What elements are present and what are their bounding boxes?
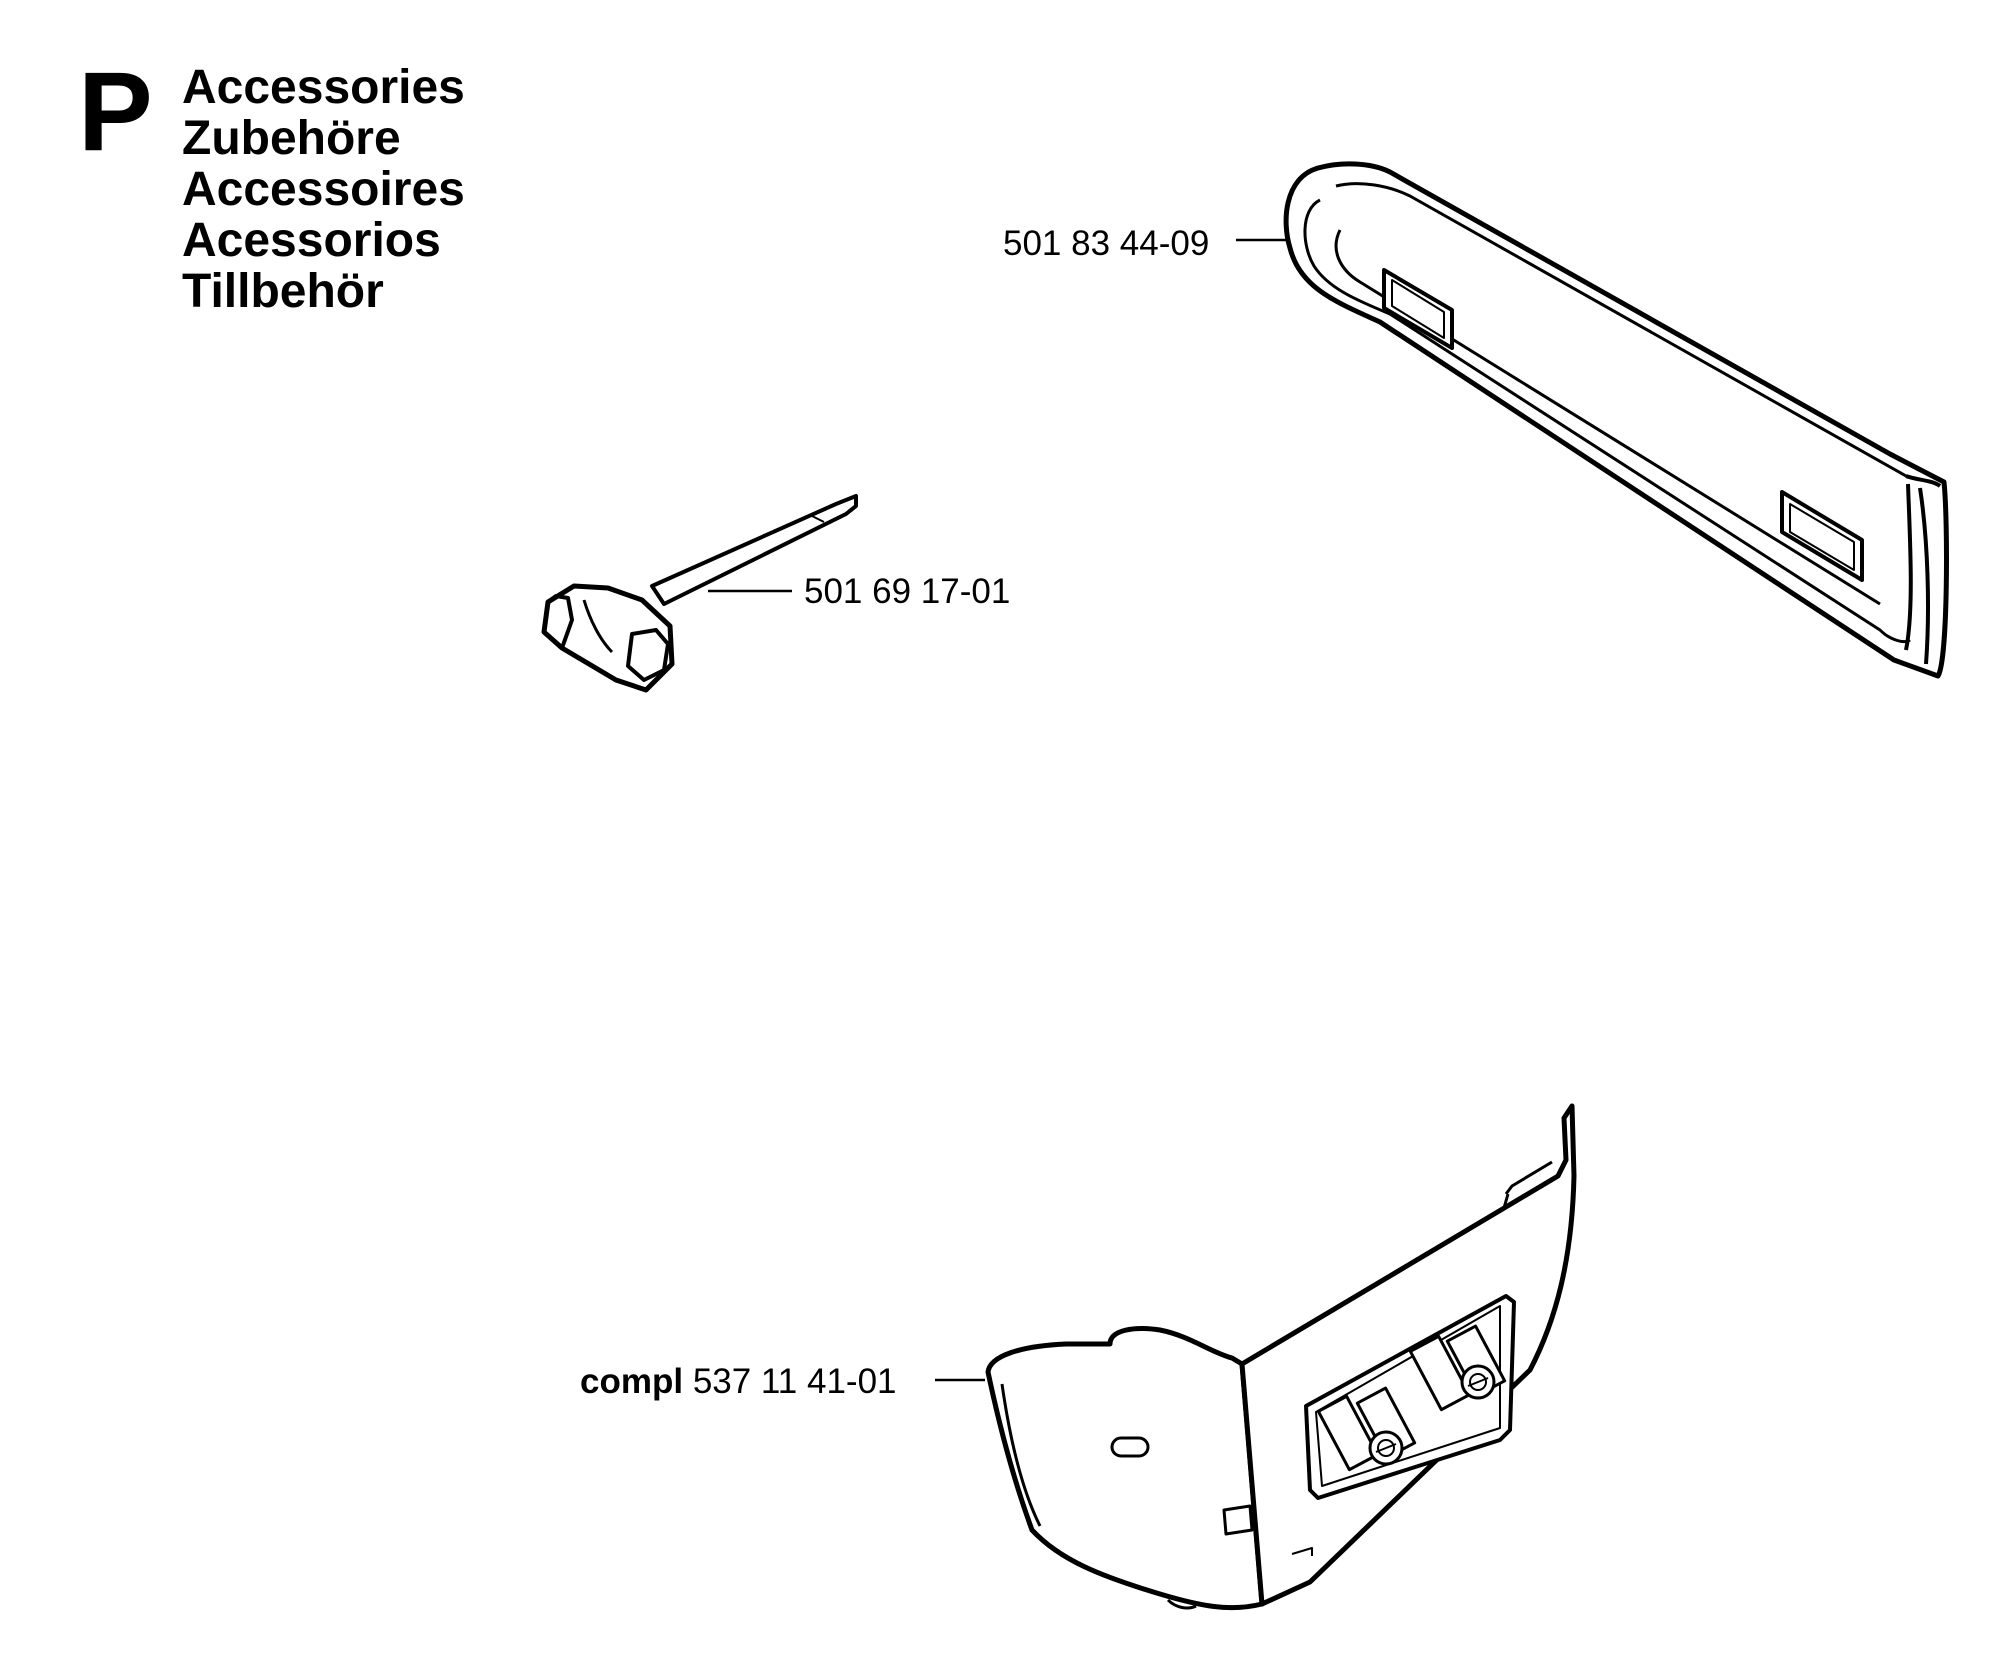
clutch-cover-part-number: 537 11 41-01 (692, 1362, 897, 1401)
wrench-hex-opening (626, 628, 670, 682)
section-title-list: Accessories Zubehöre Accessoires Acessor… (182, 62, 465, 317)
chain-tensioner-left (1316, 1386, 1417, 1472)
chain-tensioner-right (1408, 1324, 1507, 1412)
clutch-cover-tab (1222, 1504, 1254, 1536)
title-german: Zubehöre (182, 112, 401, 165)
bar-cover-slot-right (1780, 490, 1864, 582)
section-letter: P (78, 49, 153, 174)
title-english: Accessories (182, 61, 465, 114)
title-portuguese: Acessorios (182, 214, 441, 267)
combination-wrench-part-number: 501 69 17-01 (804, 572, 1011, 611)
leader-lines (708, 238, 1288, 1382)
bar-cover-icon (1283, 161, 1949, 679)
clutch-cover-oval-hole (1110, 1436, 1150, 1458)
bar-cover-part-number: 501 83 44-09 (1003, 224, 1210, 263)
clutch-cover-icon (985, 1103, 1577, 1611)
combination-wrench-icon (541, 494, 858, 693)
clutch-cover-compl-prefix: compl (580, 1362, 684, 1401)
clutch-cover-part-label: compl 537 11 41-01 (580, 1364, 897, 1399)
bar-cover-slot-left (1382, 268, 1454, 350)
title-french: Accessoires (182, 163, 465, 216)
title-swedish: Tillbehör (182, 265, 384, 318)
